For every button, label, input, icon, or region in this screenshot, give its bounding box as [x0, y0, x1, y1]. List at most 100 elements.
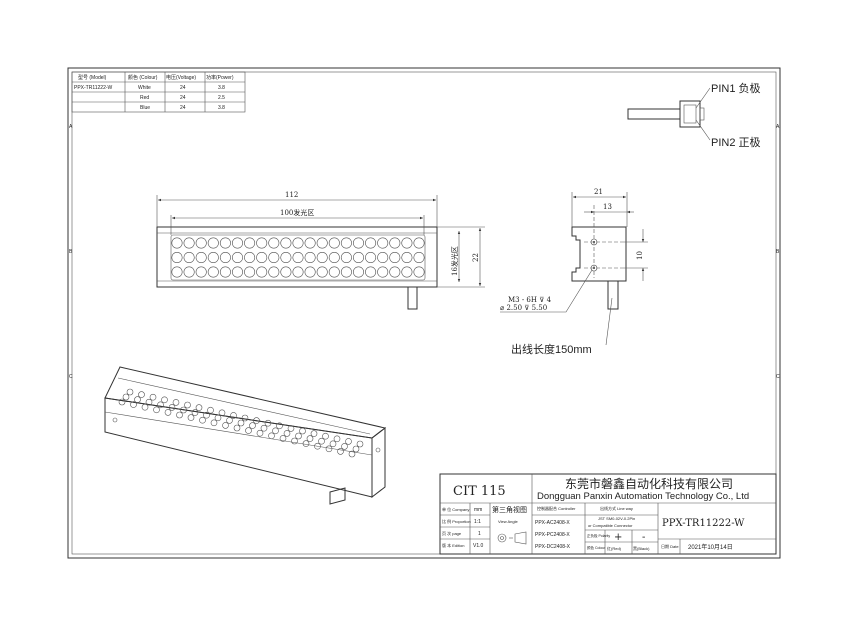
zone-letter: C: [69, 374, 73, 380]
dimension-hole-spacing: 10: [636, 251, 644, 260]
title-block: CIT 115 东莞市磐鑫自动化科技有限公司 Dongguan Panxin A…: [439, 473, 777, 555]
svg-text:单 位 Company: 单 位 Company: [442, 506, 469, 512]
zone-letter: A: [776, 124, 780, 130]
iso-led: [138, 391, 145, 398]
led: [401, 237, 413, 249]
isometric-view: [104, 366, 387, 505]
led: [256, 252, 268, 264]
cable-stem: [407, 286, 418, 310]
iso-led: [126, 388, 134, 396]
iso-led: [218, 409, 226, 417]
svg-text:控制器配合 Controller: 控制器配合 Controller: [537, 505, 576, 511]
led: [268, 266, 280, 278]
led: [304, 252, 316, 264]
led: [171, 266, 183, 278]
led: [183, 252, 195, 264]
led: [183, 266, 195, 278]
iso-led: [141, 403, 149, 411]
table-header: 型号 (Model): [78, 74, 107, 81]
company-name-cn: 东莞市磐鑫自动化科技有限公司: [565, 476, 733, 491]
iso-led: [302, 440, 310, 447]
iso-led: [191, 409, 199, 416]
led: [207, 237, 219, 249]
led: [219, 266, 231, 278]
led: [352, 237, 364, 249]
iso-led: [310, 430, 318, 437]
projection-label: 第三角视图: [492, 505, 527, 514]
led: [340, 266, 352, 278]
led: [304, 237, 316, 249]
led: [377, 266, 389, 278]
led: [401, 252, 413, 264]
iso-led: [276, 422, 283, 430]
iso-led: [161, 396, 168, 404]
svg-text:1: 1: [478, 531, 481, 537]
drawing-code: CIT 115: [453, 484, 506, 499]
led: [256, 237, 268, 249]
iso-led: [291, 437, 298, 445]
led: [219, 252, 231, 264]
led: [352, 252, 364, 264]
led: [304, 266, 316, 278]
led: [389, 237, 401, 249]
iso-led: [264, 419, 272, 427]
iso-led: [207, 406, 214, 414]
hole-note: ⌀ 2.50 ⊽ 5.50: [500, 304, 547, 312]
iso-led: [268, 432, 275, 440]
led: [268, 237, 280, 249]
dimension-emitting-height: 16发光区: [450, 246, 459, 276]
led: [207, 252, 219, 264]
iso-led: [226, 417, 233, 424]
led: [328, 252, 340, 264]
svg-text:+: +: [614, 532, 622, 543]
iso-led: [256, 429, 264, 437]
iso-led: [253, 417, 260, 424]
svg-text:黑(Black): 黑(Black): [633, 546, 650, 551]
table-header: 颜色 (Colour): [128, 74, 158, 81]
iso-led: [122, 393, 130, 401]
controller-model: PPX-AC2408-X: [535, 520, 570, 526]
dimension-height: 22: [472, 253, 480, 262]
svg-text:PPX-TR11222-W: PPX-TR11222-W: [74, 85, 113, 91]
cable-length-note: 出线长度150mm: [511, 342, 592, 356]
led: [316, 266, 328, 278]
iso-led: [325, 445, 333, 453]
iso-led: [237, 419, 245, 427]
iso-led: [345, 438, 352, 445]
svg-text:View Angle: View Angle: [498, 519, 518, 524]
led: [195, 266, 207, 278]
front-view: 112 100发光区 16发光区 22: [156, 191, 485, 310]
iso-led: [176, 411, 183, 419]
led: [413, 252, 425, 264]
iso-led: [341, 443, 348, 450]
svg-text:White: White: [138, 85, 151, 91]
svg-text:3.8: 3.8: [218, 85, 225, 91]
led: [280, 252, 292, 264]
led: [413, 266, 425, 278]
led: [413, 237, 425, 249]
spec-table: 型号 (Model) 颜色 (Colour) 电压(Voltage) 功率(Po…: [71, 71, 246, 113]
iso-led: [260, 424, 268, 432]
side-view: 21 13 10 M3 - 6H ⊽ 4 ⌀ 2.50 ⊽ 5.50 出线长度1…: [500, 188, 648, 356]
svg-text:红(Red): 红(Red): [607, 545, 622, 551]
connector-view: PIN1 负极 PIN2 正极: [627, 81, 761, 149]
led: [195, 252, 207, 264]
iso-led: [245, 427, 252, 434]
zone-letter: A: [69, 124, 73, 130]
iso-led: [295, 432, 302, 440]
led: [171, 237, 183, 249]
iso-led: [233, 424, 241, 432]
led: [292, 266, 304, 278]
border-letters: A B C A B C: [69, 124, 780, 380]
led: [232, 252, 244, 264]
led: [316, 237, 328, 249]
led: [256, 266, 268, 278]
iso-led: [203, 411, 210, 419]
svg-text:Red: Red: [140, 95, 149, 101]
led: [365, 252, 377, 264]
iso-led: [184, 401, 191, 409]
iso-led: [329, 440, 337, 448]
